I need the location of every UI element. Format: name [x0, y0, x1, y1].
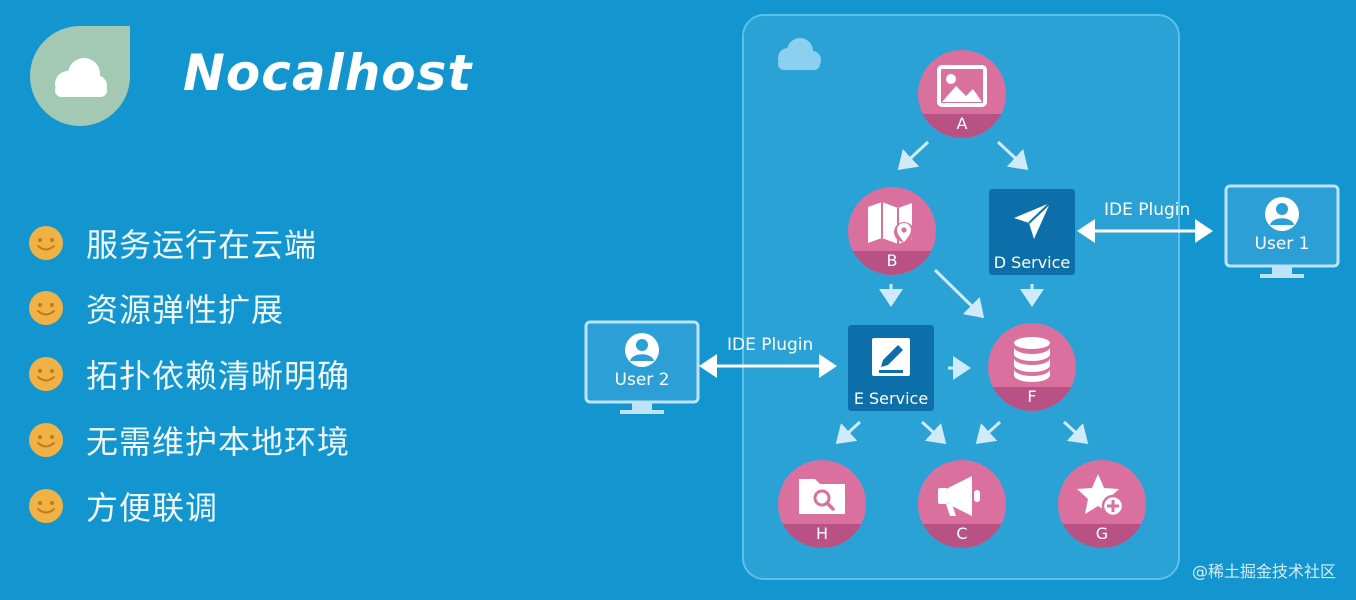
watermark: @稀土掘金技术社区 — [1191, 562, 1336, 581]
node-h[interactable]: H — [778, 460, 866, 548]
node-b[interactable]: B — [848, 187, 936, 275]
monitor-icon — [1224, 184, 1340, 278]
smiley-icon — [29, 357, 63, 391]
smiley-icon — [29, 489, 63, 523]
feature-item: 资源弹性扩展 — [28, 288, 285, 329]
feature-item: 服务运行在云端 — [28, 223, 318, 264]
megaphone-icon — [918, 460, 1006, 548]
ide-plugin-label-right: IDE Plugin — [1104, 200, 1191, 220]
node-c[interactable]: C — [918, 460, 1006, 548]
node-label: A — [956, 114, 968, 133]
feature-text: 资源弹性扩展 — [86, 291, 285, 329]
node-label: G — [1095, 524, 1109, 543]
user-label: User 1 — [1254, 234, 1310, 254]
arrow-f-c — [975, 420, 1002, 445]
arrow-e-c — [920, 420, 947, 445]
node-f[interactable]: F — [988, 323, 1076, 411]
database-icon — [988, 323, 1076, 411]
edit-icon — [872, 338, 910, 376]
feature-text: 拓扑依赖清晰明确 — [86, 357, 351, 395]
smiley-icon — [29, 291, 63, 325]
folder-search-icon — [778, 460, 866, 548]
nocalhost-logo-icon — [30, 26, 130, 126]
service-label: D Service — [993, 253, 1071, 272]
e-service-node[interactable]: E Service — [848, 325, 934, 411]
node-label: F — [1027, 387, 1037, 406]
feature-text: 方便联调 — [86, 489, 219, 527]
ide-plugin-label-left: IDE Plugin — [727, 335, 814, 355]
feature-item: 拓扑依赖清晰明确 — [28, 354, 351, 395]
node-a[interactable]: A — [918, 50, 1006, 138]
brand-name: Nocalhost — [183, 44, 473, 102]
arrow-e-h — [835, 420, 862, 445]
node-g[interactable]: G — [1058, 460, 1146, 548]
node-label: H — [815, 524, 829, 543]
star-add-icon — [1058, 460, 1146, 548]
arrow-f-g — [1062, 420, 1089, 445]
arrow-a-d — [996, 140, 1029, 171]
arrow-a-b — [897, 140, 930, 171]
feature-text: 服务运行在云端 — [86, 226, 318, 264]
send-icon — [1014, 202, 1051, 239]
map-icon — [848, 187, 936, 275]
user-label: User 2 — [614, 370, 670, 390]
cloud-icon — [778, 38, 821, 70]
node-label: C — [956, 524, 968, 543]
feature-text: 无需维护本地环境 — [86, 423, 351, 461]
d-service-node[interactable]: D Service — [989, 189, 1075, 275]
monitor-icon — [584, 320, 700, 414]
user-2-monitor[interactable]: User 2 — [584, 320, 700, 418]
feature-item: 方便联调 — [28, 486, 219, 527]
feature-item: 无需维护本地环境 — [28, 420, 351, 461]
image-icon — [918, 50, 1006, 138]
node-label: B — [886, 251, 898, 270]
service-label: E Service — [853, 389, 929, 408]
user-1-monitor[interactable]: User 1 — [1224, 184, 1340, 282]
arrow-b-f — [933, 268, 985, 319]
smiley-icon — [29, 423, 63, 457]
smiley-icon — [29, 226, 63, 260]
